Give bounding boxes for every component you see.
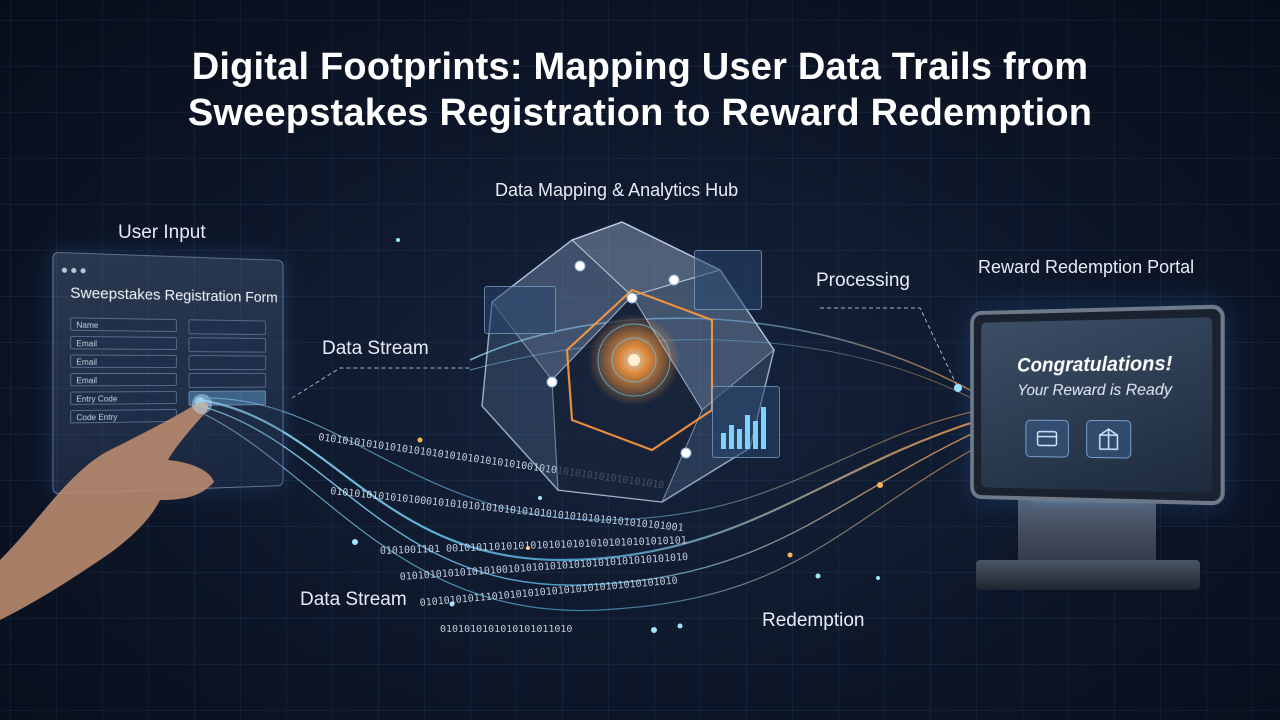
- label-reward-portal: Reward Redemption Portal: [978, 257, 1194, 278]
- label-data-stream-bottom: Data Stream: [300, 589, 407, 611]
- gift-box-icon: [1087, 421, 1130, 458]
- kiosk-base: [976, 560, 1200, 590]
- kiosk-headline: Congratulations!: [981, 352, 1212, 378]
- label-user-input: User Input: [118, 222, 206, 244]
- label-processing: Processing: [816, 270, 910, 292]
- label-analytics-hub: Data Mapping & Analytics Hub: [495, 180, 738, 201]
- hand-icon: [0, 402, 214, 620]
- card-reward-button[interactable]: [1025, 420, 1069, 458]
- kiosk-subline: Your Reward is Ready: [981, 381, 1212, 400]
- credit-card-icon: [1026, 421, 1068, 457]
- gift-reward-button[interactable]: [1086, 420, 1131, 459]
- label-data-stream-top: Data Stream: [322, 338, 429, 360]
- label-redemption: Redemption: [762, 610, 864, 632]
- reward-kiosk-screen: Congratulations! Your Reward is Ready: [970, 304, 1225, 505]
